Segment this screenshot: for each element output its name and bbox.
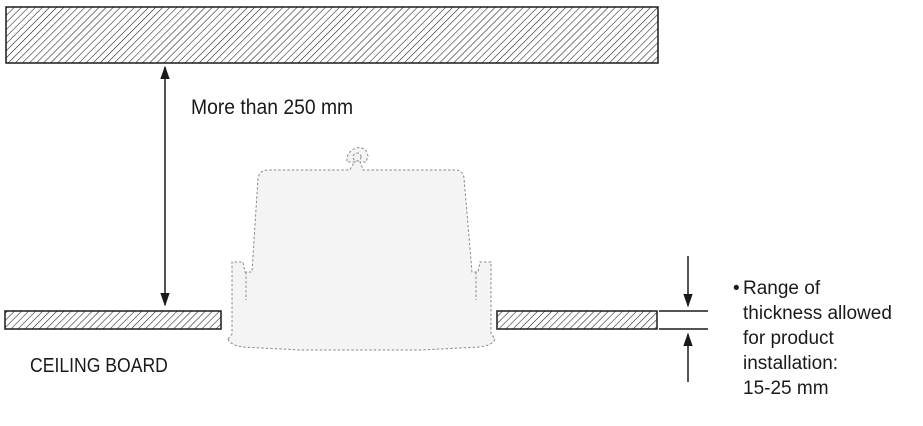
product-outline [227, 147, 496, 351]
ceiling-board-right [496, 310, 658, 330]
thickness-note: • Range of thickness allowed for product… [733, 276, 923, 401]
upper-slab [5, 6, 659, 64]
note-line-3: for product [743, 328, 834, 349]
ceiling-board-left [4, 310, 222, 330]
thickness-dimension [659, 256, 708, 382]
note-line-1: Range of [743, 278, 821, 299]
gap-dimension-label: More than 250 mm [191, 96, 354, 119]
note-line-2: thickness allowed [743, 303, 892, 324]
bullet-marker: • [733, 278, 740, 299]
note-line-4: installation: [743, 353, 839, 374]
ceiling-board-label: CEILING BOARD [30, 355, 168, 377]
note-line-5: 15-25 mm [743, 378, 829, 399]
